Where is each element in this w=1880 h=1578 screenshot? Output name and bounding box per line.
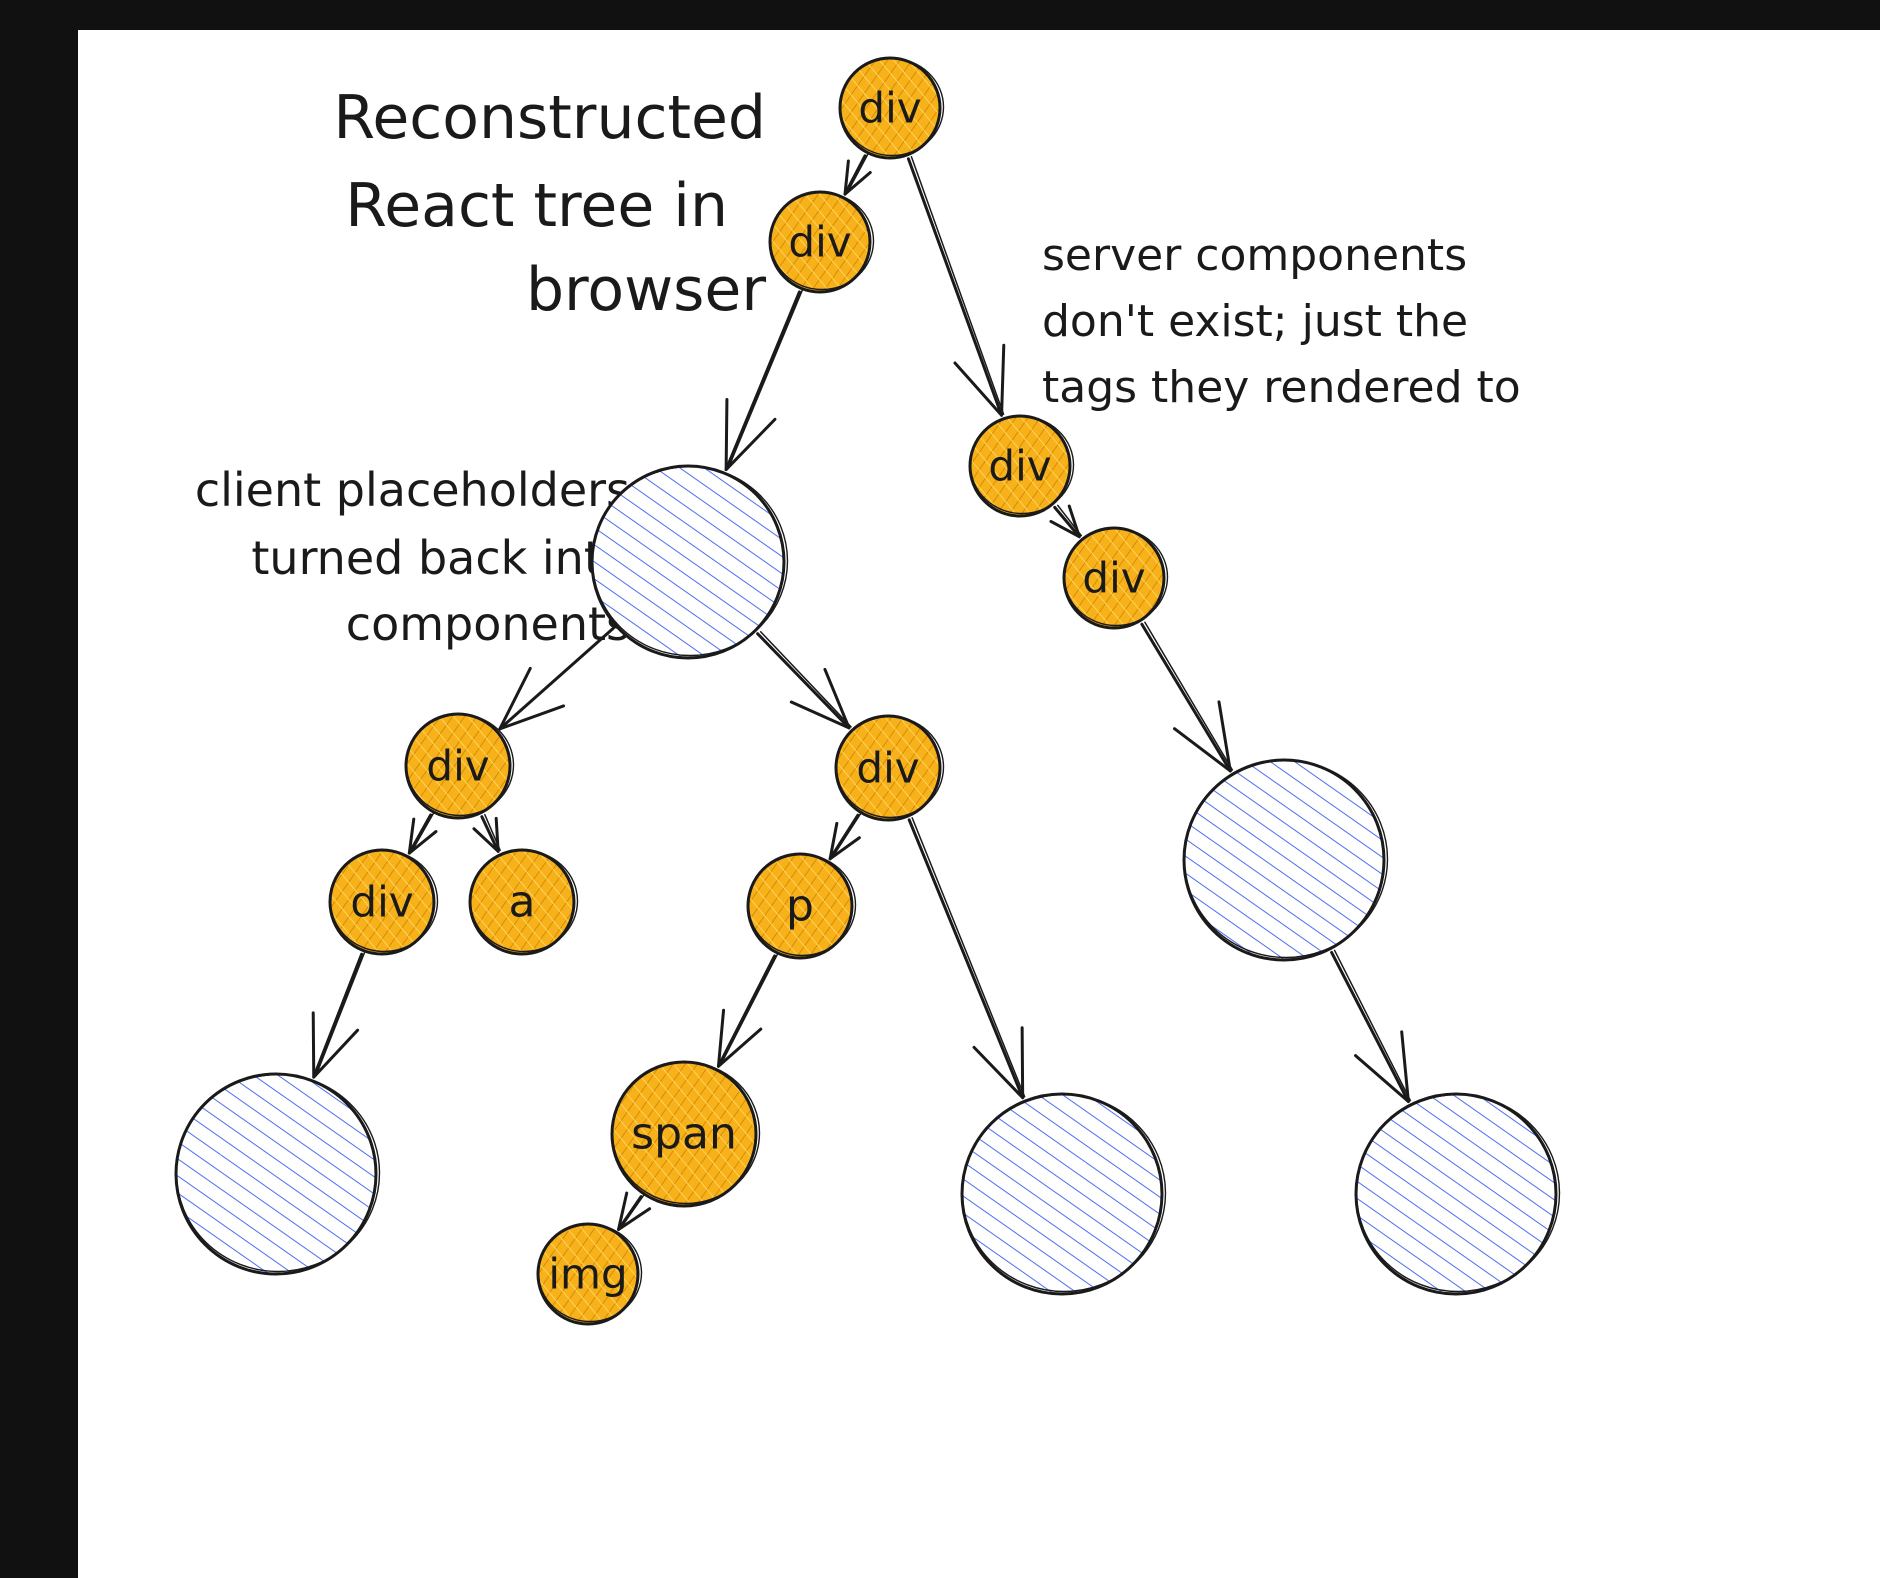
node-outline-sketch — [747, 853, 857, 957]
edge-n-root-div-to-n-div-2 — [843, 153, 872, 196]
title-line-1: Reconstructed — [333, 83, 766, 153]
node-label-div: div — [426, 742, 489, 791]
client-note-line-1: client placeholders — [195, 463, 630, 517]
node-outline-sketch — [537, 1223, 643, 1323]
tag-node-n-root-div: div — [838, 56, 945, 160]
edge-n-div-l-to-n-a — [472, 813, 501, 853]
edge-n-comp-1-to-n-div-m — [756, 630, 852, 730]
tag-node-n-div-ll: div — [328, 848, 439, 956]
node-label-span: span — [631, 1109, 737, 1160]
node-label-div: div — [350, 878, 413, 927]
tag-node-n-span: span — [610, 1060, 761, 1208]
node-outline-sketch — [405, 713, 515, 817]
edge-n-p-to-n-span — [716, 953, 779, 1068]
node-outline-sketch — [1183, 759, 1389, 959]
server-note-line-2: don't exist; just the — [1042, 296, 1468, 347]
edge-n-span-to-n-img — [617, 1191, 652, 1231]
node-label-div: div — [856, 744, 919, 793]
node-label-div: div — [788, 218, 851, 267]
component-node-fill — [1356, 1094, 1556, 1294]
node-label-div: div — [1082, 554, 1145, 603]
component-node-n-comp-r1 — [1182, 758, 1389, 962]
server-components-note: server components don't exist; just the … — [1042, 230, 1521, 413]
client-note-line-3: components — [346, 597, 630, 651]
edge-n-div-2-to-n-comp-1 — [724, 289, 804, 472]
tag-node-n-div-m: div — [834, 714, 945, 822]
tag-node-n-p: p — [746, 852, 857, 960]
node-label-div: div — [988, 442, 1051, 491]
react-tree-diagram: Reconstructed React tree in browser clie… — [174, 56, 1561, 1326]
edge-n-div-l-to-n-div-ll — [407, 812, 438, 855]
component-node-fill — [1184, 760, 1384, 960]
tag-node-crosshatch — [970, 416, 1070, 516]
edge-n-div-r2-to-n-comp-r1 — [1140, 621, 1234, 773]
node-outline-sketch — [769, 191, 875, 291]
tag-node-crosshatch — [1064, 528, 1164, 628]
diagram-canvas: Reconstructed React tree in browser clie… — [78, 30, 1880, 1578]
node-outline-sketch — [835, 715, 945, 819]
edge-n-div-r1-to-n-div-r2 — [1049, 504, 1083, 539]
server-note-line-1: server components — [1042, 230, 1467, 281]
node-label-a: a — [509, 877, 536, 928]
node-label-p: p — [786, 881, 814, 932]
node-outline-sketch — [611, 1061, 761, 1205]
tag-node-crosshatch — [836, 716, 940, 820]
component-node-fill — [176, 1074, 376, 1274]
client-note-line-2: turned back into — [251, 531, 630, 585]
tag-node-n-img: img — [536, 1222, 643, 1326]
tag-node-crosshatch — [538, 1224, 638, 1324]
tree-edges — [311, 153, 1412, 1231]
tag-node-crosshatch — [612, 1062, 756, 1206]
component-node-n-comp-1 — [590, 464, 789, 660]
tag-node-crosshatch — [406, 714, 510, 818]
tag-node-crosshatch — [770, 192, 870, 292]
edge-n-root-div-to-n-div-r1 — [906, 156, 1006, 417]
component-node-fill — [592, 466, 784, 658]
node-outline-sketch — [591, 465, 789, 657]
edge-n-div-m-to-n-p — [828, 812, 862, 861]
tag-node-n-div-r1: div — [968, 414, 1075, 518]
title-note: Reconstructed React tree in browser — [333, 83, 766, 325]
node-label-img: img — [548, 1250, 627, 1299]
tree-nodes: div div div div div div div a p span img — [174, 56, 1561, 1326]
component-node-n-comp-r2 — [1354, 1092, 1561, 1296]
component-node-n-comp-ll — [174, 1072, 381, 1276]
title-line-3: browser — [526, 255, 766, 325]
tag-node-n-a: a — [468, 848, 579, 956]
component-node-fill — [962, 1094, 1162, 1294]
client-placeholders-note: client placeholders turned back into com… — [195, 463, 630, 651]
tag-node-crosshatch — [470, 850, 574, 954]
node-outline-sketch — [175, 1073, 381, 1273]
node-outline-sketch — [329, 849, 439, 953]
node-label-div: div — [858, 84, 921, 133]
edge-n-comp-r1-to-n-comp-r2 — [1330, 949, 1412, 1104]
tag-node-n-div-2: div — [768, 190, 875, 294]
title-line-2: React tree in — [345, 171, 728, 241]
edge-n-comp-1-to-n-div-l — [498, 625, 617, 731]
node-outline-sketch — [1063, 527, 1169, 627]
tag-node-crosshatch — [330, 850, 434, 954]
edge-n-div-ll-to-n-comp-ll — [311, 951, 366, 1079]
node-outline-sketch — [961, 1093, 1167, 1293]
tag-node-crosshatch — [840, 58, 940, 158]
server-note-line-3: tags they rendered to — [1042, 362, 1521, 413]
tag-node-n-div-r2: div — [1062, 526, 1169, 630]
node-outline-sketch — [969, 415, 1075, 515]
tag-node-n-div-l: div — [404, 712, 515, 820]
node-outline-sketch — [469, 849, 579, 953]
tag-node-crosshatch — [748, 854, 852, 958]
component-node-n-comp-m — [960, 1092, 1167, 1296]
node-outline-sketch — [1355, 1093, 1561, 1293]
edge-n-div-m-to-n-comp-m — [907, 817, 1026, 1100]
node-outline-sketch — [839, 57, 945, 157]
